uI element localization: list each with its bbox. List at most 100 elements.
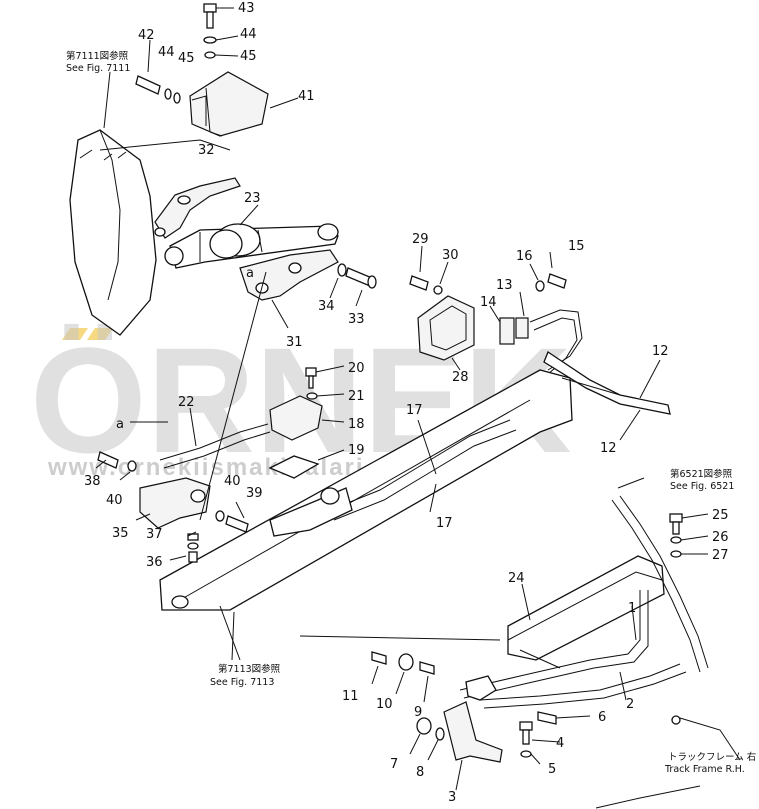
elbow-fitting: [465, 675, 497, 701]
part-label: 42: [138, 28, 155, 43]
part-label: 1: [628, 601, 636, 616]
bolt-4: [519, 721, 561, 765]
part-label: 40: [224, 474, 241, 489]
part-label: 39: [246, 486, 263, 501]
reference-notes: 第7111図参照 See Fig. 7111 第7113図参照 See Fig.…: [66, 50, 756, 775]
part-label: 31: [286, 335, 303, 350]
part-label: 27: [712, 548, 729, 563]
pipe-6: [537, 711, 591, 725]
part-label: 17: [436, 516, 453, 531]
washer-34: [329, 263, 347, 299]
part-label: 36: [146, 555, 163, 570]
ref-track-frame-en: Track Frame R.H.: [664, 764, 745, 775]
callout-a: a: [246, 266, 254, 281]
part-label: 41: [298, 89, 315, 104]
ref-fig7113-en: See Fig. 7113: [210, 677, 274, 688]
hose-22: [159, 407, 271, 469]
clamp-3: [443, 701, 503, 791]
bolt-42: [135, 39, 181, 104]
nut-7: [409, 717, 445, 761]
ref-fig7111-en: See Fig. 7111: [66, 63, 130, 74]
part-label: 45: [178, 51, 195, 66]
flange-plate: [269, 487, 353, 537]
part-label: 11: [342, 689, 359, 704]
bolt-33: [345, 267, 377, 307]
part-label: 23: [244, 191, 261, 206]
part-label: 34: [318, 299, 335, 314]
ref-fig6521-en: See Fig. 6521: [670, 481, 734, 492]
clamp-13: [499, 291, 529, 345]
part-label: 15: [568, 239, 585, 254]
ref-track-frame-jp: トラックフレーム 右: [668, 751, 756, 763]
part-label: 30: [442, 248, 459, 263]
connector-11: [371, 651, 387, 685]
part-label: 8: [416, 765, 424, 780]
part-label: 35: [112, 526, 129, 541]
bracket-35: [135, 477, 211, 529]
nipple-9: [419, 661, 435, 703]
bolt-29: [409, 245, 429, 291]
part-label: 26: [712, 530, 729, 545]
hose-17: [329, 419, 517, 521]
part-label: 14: [480, 295, 497, 310]
bolt-38: [95, 451, 137, 481]
part-label: 20: [348, 361, 365, 376]
bolt-39: [215, 501, 249, 533]
part-label: 24: [508, 571, 525, 586]
dozer-blade: [69, 129, 231, 336]
bolt-43: [203, 3, 239, 59]
leader-fig7113: [231, 611, 235, 661]
part-label: 17: [406, 403, 423, 418]
leader-fig7111: [103, 71, 111, 129]
part-label: 32: [198, 143, 215, 158]
part-label: 13: [496, 278, 513, 293]
clip-30: [433, 261, 449, 295]
part-label: 18: [348, 417, 365, 432]
part-label: 40: [106, 493, 123, 508]
valve-18: [269, 395, 345, 441]
part-label: 29: [412, 232, 429, 247]
part-label: 16: [516, 249, 533, 264]
part-label: 3: [448, 790, 456, 805]
bolt-20: [305, 365, 345, 400]
part-label: 6: [598, 710, 606, 725]
part-label: 5: [548, 762, 556, 777]
cover-24: [507, 555, 665, 661]
part-label: 44: [240, 27, 257, 42]
callout-a: a: [116, 417, 124, 432]
leader-a-top: [199, 271, 267, 521]
bolt-36: [169, 531, 199, 563]
ref-fig6521-jp: 第6521図参照: [670, 468, 733, 480]
part-label: 10: [376, 697, 393, 712]
part-number-labels: 1 2 3 4 5 6 7 8 9 10 11 12 12 13 14 15 1…: [84, 1, 729, 805]
part-label: 22: [178, 395, 195, 410]
part-label: 33: [348, 312, 365, 327]
part-label: 4: [556, 736, 564, 751]
sleeve-10: [395, 653, 414, 695]
cover-28: [417, 295, 475, 371]
ref-fig7111-jp: 第7111図参照: [66, 50, 129, 62]
part-label: 37: [146, 527, 163, 542]
gasket-19: [268, 449, 345, 479]
hose-12: [529, 309, 671, 441]
leader-14: [489, 305, 501, 323]
ref-fig7113-jp: 第7113図参照: [218, 663, 281, 675]
part-label: 25: [712, 508, 729, 523]
part-label: 45: [240, 49, 257, 64]
part-label: 38: [84, 474, 101, 489]
part-label: 7: [390, 757, 398, 772]
part-label: 44: [158, 45, 175, 60]
part-label: 12: [652, 344, 669, 359]
part-label: 9: [414, 705, 422, 720]
part-label: 2: [626, 697, 634, 712]
part-label: 28: [452, 370, 469, 385]
pipe-2: [479, 663, 687, 709]
bracket-32: [154, 177, 241, 239]
cylinder-23: [164, 204, 339, 269]
part-label: 21: [348, 389, 365, 404]
bolt-15: [529, 251, 567, 292]
pipe-1: [459, 590, 649, 699]
bracket-41: [189, 71, 299, 137]
